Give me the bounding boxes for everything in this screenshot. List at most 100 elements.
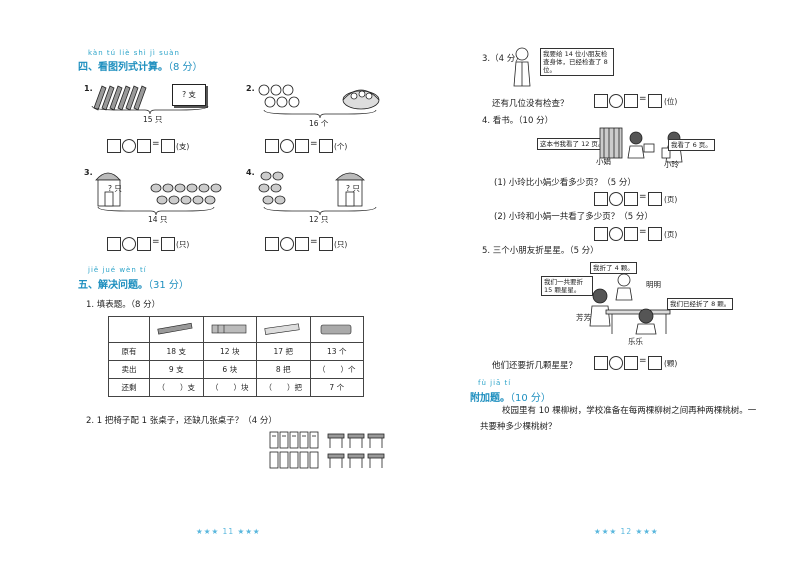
equals-sign: = xyxy=(152,237,160,247)
problem2-number: 2. xyxy=(246,84,255,93)
question1-text: 1. 填表题。（8 分） xyxy=(86,300,161,310)
pencil-case-icon xyxy=(320,324,352,334)
question5-speech-bubble-3: 我们已经折了 8 颗。 xyxy=(667,298,734,310)
question3-answer-blank[interactable] xyxy=(648,94,662,108)
ruler-icon-cell xyxy=(256,316,311,343)
question4-1-unit: (页) xyxy=(664,195,678,204)
problem3-unit: (只) xyxy=(176,240,190,249)
problem3-answer-blank[interactable] xyxy=(161,237,175,251)
problem4-blank-2[interactable] xyxy=(295,237,309,251)
question4-speech-bubble-1: 这本书我看了 12 页。 xyxy=(537,138,608,150)
problem1-answer-blank[interactable] xyxy=(161,139,175,153)
question4-2-operator-blank[interactable] xyxy=(609,227,623,241)
equals-sign: = xyxy=(639,94,647,104)
question4-2-blank-1[interactable] xyxy=(594,227,608,241)
table-cell: 8 把 xyxy=(256,360,311,379)
question3-blank-2[interactable] xyxy=(624,94,638,108)
crayon-icon xyxy=(157,322,193,334)
problem4-brace xyxy=(263,206,377,216)
problem1-blank-2[interactable] xyxy=(137,139,151,153)
name-fangfang: 芳芳 xyxy=(576,313,591,322)
question3-operator-blank[interactable] xyxy=(609,94,623,108)
table-cell: 18 支 xyxy=(149,342,204,361)
problem3-total: 14 只 xyxy=(148,215,168,224)
problem4-blank-1[interactable] xyxy=(265,237,279,251)
question4-1-blank-2[interactable] xyxy=(624,192,638,206)
problem1-total: 15 只 xyxy=(143,115,163,124)
table-answer-cell[interactable]: （ ）把 xyxy=(256,378,311,397)
eraser-icon xyxy=(211,324,247,333)
section4-title: 四、看图列式计算。（8 分） xyxy=(78,58,203,73)
doctor-picture xyxy=(513,47,531,87)
question5-label: 5. 三个小朋友折星星。（5 分） xyxy=(482,246,599,256)
table-cell: 12 块 xyxy=(202,342,257,361)
extra-question-line1: 校园里有 10 棵柳树，学校准备在每两棵柳树之间再种两棵桃树。一 xyxy=(502,406,757,416)
problem3-blank-1[interactable] xyxy=(107,237,121,251)
problem3-number: 3. xyxy=(84,168,93,177)
problem3-blank-2[interactable] xyxy=(137,237,151,251)
problem2-answer-blank[interactable] xyxy=(319,139,333,153)
question4-speech-bubble-2: 我看了 6 页。 xyxy=(668,139,715,151)
table-row: 还剩 （ ）支 （ ）块 （ ）把 7 个 xyxy=(108,378,364,397)
equals-sign: = xyxy=(152,139,160,149)
extra-title: 附加题。（10 分） xyxy=(470,389,551,404)
question3-blank-1[interactable] xyxy=(594,94,608,108)
problem4-total: 12 只 xyxy=(309,215,329,224)
question4-sub1: (1) 小玲比小娟少看多少页？（5 分） xyxy=(494,178,636,188)
problem4-operator-blank[interactable] xyxy=(280,237,294,251)
chairs-and-desks-picture xyxy=(269,431,385,469)
question3-question: 还有几位没有检查？ xyxy=(492,99,569,109)
question5-blank-1[interactable] xyxy=(594,356,608,370)
question5-speech-bubble-1: 我折了 4 颗。 xyxy=(590,262,637,274)
equals-sign: = xyxy=(310,139,318,149)
table-cell: 原有 xyxy=(108,342,150,361)
question5-question: 他们还要折几颗星星？ xyxy=(492,361,578,371)
problem4-answer-blank[interactable] xyxy=(319,237,333,251)
problem1-blank-1[interactable] xyxy=(107,139,121,153)
table-cell: 9 支 xyxy=(149,360,204,379)
question5-operator-blank[interactable] xyxy=(609,356,623,370)
table-row: 原有 18 支 12 块 17 把 13 个 xyxy=(108,342,364,361)
problem3-house-label: ? 只 xyxy=(108,184,122,193)
name-mingming: 明明 xyxy=(646,280,661,289)
question4-2-answer-blank[interactable] xyxy=(648,227,662,241)
table-cell: 6 块 xyxy=(202,360,257,379)
ruler-icon xyxy=(264,322,300,335)
table-answer-cell[interactable]: （ ）块 xyxy=(202,378,257,397)
question4-sub2: (2) 小玲和小娟一共看了多少页？（5 分） xyxy=(494,212,653,222)
problem1-box-label: ? 支 xyxy=(172,84,206,106)
table-cell: 17 把 xyxy=(256,342,311,361)
question4-2-blank-2[interactable] xyxy=(624,227,638,241)
section4-pinyin: kàn tú liè shì jì suàn xyxy=(88,49,180,57)
question4-1-answer-blank[interactable] xyxy=(648,192,662,206)
crayon-icon-cell xyxy=(149,316,204,343)
question5-blank-2[interactable] xyxy=(624,356,638,370)
problem1-unit: (支) xyxy=(176,142,190,151)
page-number-left: ★★★ 11 ★★★ xyxy=(196,527,261,536)
problem4-number: 4. xyxy=(246,168,255,177)
table-answer-cell[interactable]: （ ）个 xyxy=(309,360,364,379)
extra-question-line2: 共要种多少棵桃树？ xyxy=(480,422,557,432)
question4-1-operator-blank[interactable] xyxy=(609,192,623,206)
table-cell: 13 个 xyxy=(309,342,364,361)
problem2-unit: (个) xyxy=(334,142,348,151)
problem3-operator-blank[interactable] xyxy=(122,237,136,251)
name-xiaoling: 小玲 xyxy=(664,160,679,169)
question3-unit: (位) xyxy=(664,97,678,106)
problem2-blank-2[interactable] xyxy=(295,139,309,153)
table-answer-cell[interactable]: （ ）支 xyxy=(149,378,204,397)
problem2-operator-blank[interactable] xyxy=(280,139,294,153)
question5-answer-blank[interactable] xyxy=(648,356,662,370)
question4-label: 4. 看书。（10 分） xyxy=(482,116,554,126)
section4-title-text: 四、看图列式计算。 xyxy=(78,62,168,73)
problem1-brace xyxy=(91,105,209,115)
table-row: 卖出 9 支 6 块 8 把 （ ）个 xyxy=(108,360,364,379)
problem2-blank-1[interactable] xyxy=(265,139,279,153)
table-header-row xyxy=(108,316,364,343)
problem2-brace xyxy=(263,109,377,119)
problem1-number: 1. xyxy=(84,84,93,93)
problem1-operator-blank[interactable] xyxy=(122,139,136,153)
table-cell: 卖出 xyxy=(108,360,150,379)
question4-1-blank-1[interactable] xyxy=(594,192,608,206)
table-cell: 7 个 xyxy=(309,378,364,397)
